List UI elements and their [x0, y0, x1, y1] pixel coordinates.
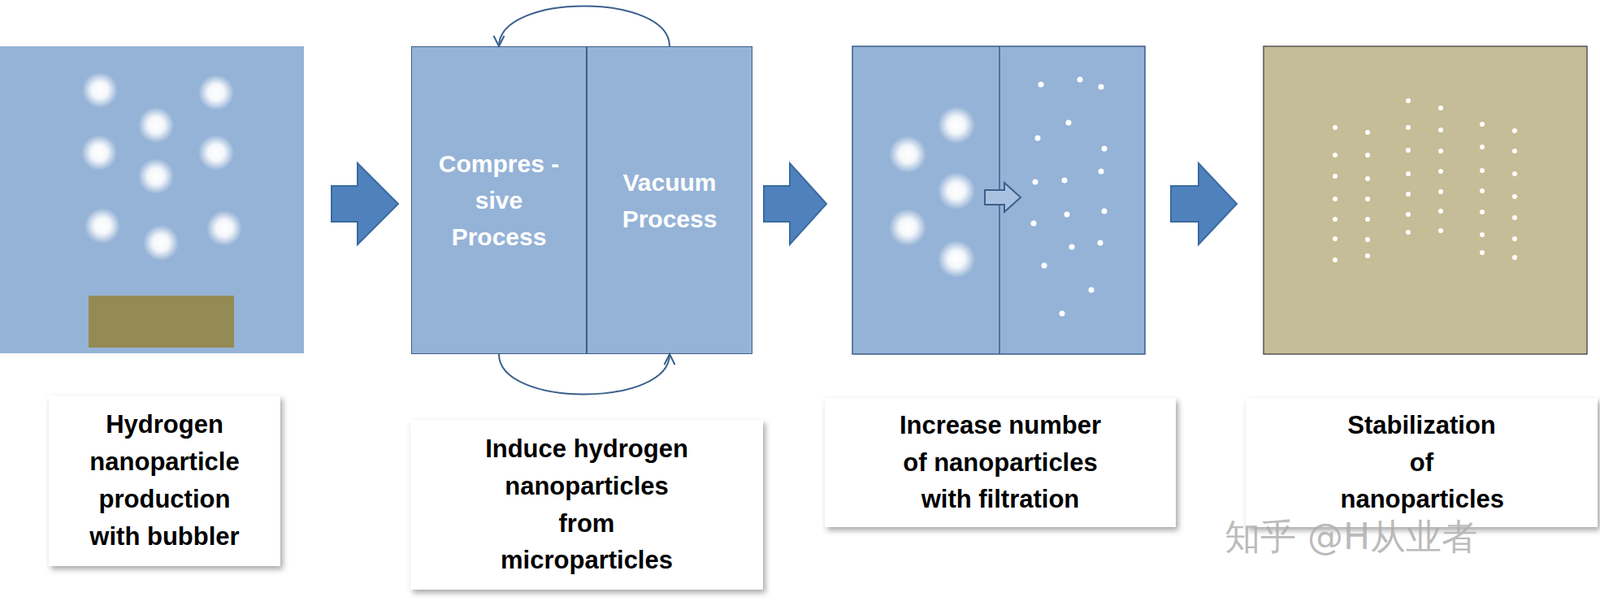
caption-text: Stabilization of nanoparticles	[1340, 407, 1504, 520]
hydrogen-bubbles	[81, 72, 243, 261]
bubble	[81, 134, 118, 171]
bubble	[198, 74, 235, 111]
caption-box: Hydrogen nanoparticle production with bu…	[48, 395, 281, 567]
bubbler-panel	[0, 46, 304, 354]
stable-nanoparticles	[1332, 98, 1518, 263]
microparticle	[937, 172, 976, 210]
arrow-head	[664, 354, 676, 365]
bubble	[143, 225, 179, 261]
process-box: Vacuum Process	[586, 46, 753, 355]
caption-text: Increase number of nanoparticles with fi…	[892, 407, 1109, 520]
filter-arrow	[984, 182, 1021, 213]
microparticle	[937, 106, 976, 144]
nanoparticles	[1031, 77, 1108, 317]
process-box: Compres -sive Process	[411, 46, 587, 355]
block-arrow	[331, 163, 399, 245]
cycle-arrow	[498, 354, 676, 395]
caption-text: Induce hydrogen nanoparticles from micro…	[479, 430, 694, 581]
block-arrow	[1170, 163, 1237, 245]
cycle-arrow	[494, 6, 671, 48]
process-label: Compres -sive Process	[428, 145, 571, 256]
connector-line	[498, 6, 670, 48]
bubble	[206, 210, 243, 247]
caption-box: Increase number of nanoparticles with fi…	[824, 398, 1176, 528]
microparticle	[888, 208, 927, 247]
caption-box: Induce hydrogen nanoparticles from micro…	[410, 420, 764, 590]
arrow-head	[494, 35, 505, 47]
bubbler	[88, 295, 235, 348]
bubble	[138, 158, 174, 195]
filtration-panel	[852, 46, 1145, 355]
connector-line	[498, 354, 670, 395]
bubble	[84, 208, 121, 244]
caption-box: Stabilization of nanoparticles	[1245, 398, 1598, 528]
microparticles	[888, 106, 976, 278]
watermark: 知乎 @H从业者	[1224, 513, 1478, 562]
stabilization-panel	[1263, 46, 1587, 355]
bubble	[198, 134, 235, 171]
bubble	[82, 72, 118, 109]
process-label: Vacuum Process	[598, 164, 742, 238]
block-arrow	[763, 163, 827, 245]
bubble	[138, 107, 174, 144]
microparticle	[937, 240, 976, 278]
caption-text: Hydrogen nanoparticle production with bu…	[81, 406, 248, 556]
microparticle	[888, 135, 927, 174]
